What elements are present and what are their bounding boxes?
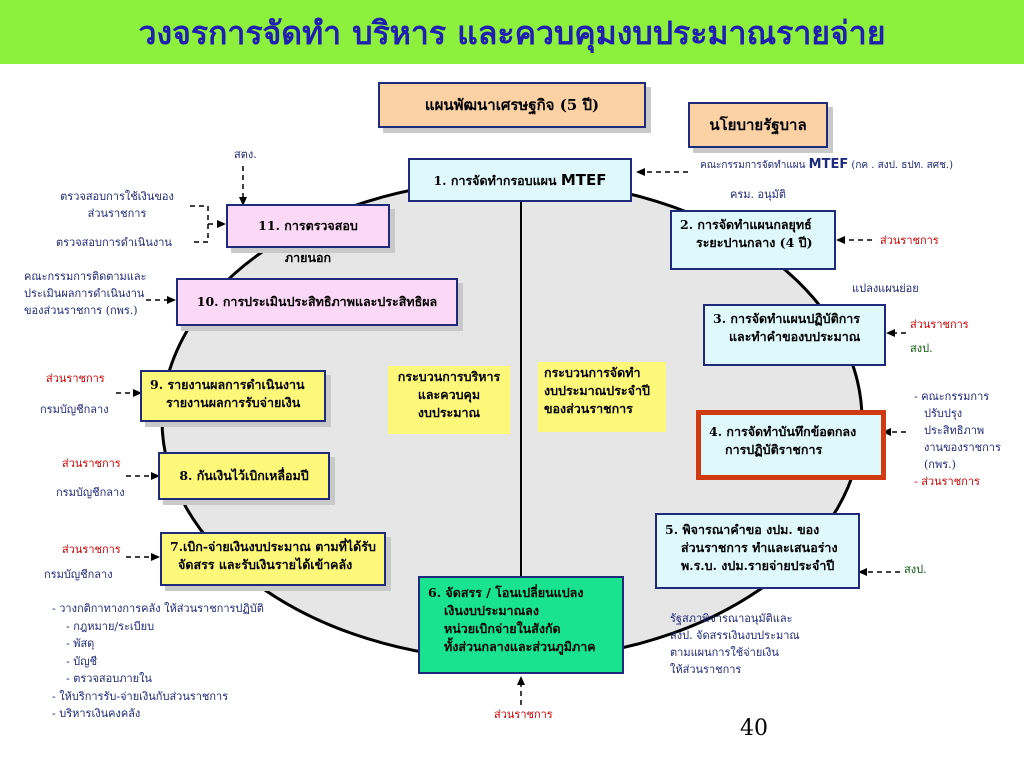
step-9-line-2: รายงานผลการรับจ่ายเงิน — [166, 395, 301, 410]
prep-process-line-1: กระบวนการจัดทำ — [544, 365, 641, 380]
agency-note-step-9: ส่วนราชการ — [46, 372, 105, 385]
kpc-line-2: ประเมินผลการดำเนินงาน — [24, 287, 145, 300]
cabinet-note: ครม. อนุมัติ — [730, 188, 787, 201]
title-bar — [0, 0, 1024, 64]
step-4-box: 4. การจัดทำบันทึกข้อตกลง การปฏิบัติราชกา… — [696, 410, 886, 480]
admin-process-line-1: กระบวนการบริหาร — [397, 369, 501, 384]
step-7-box: 7.เบิก-จ่ายเงินงบประมาณ ตามที่ได้รับ จัด… — [160, 532, 386, 586]
step-3-box: 3. การจัดทำแผนปฏิบัติการ และทำคำของบประม… — [703, 304, 886, 366]
step-7-line-1: 7.เบิก-จ่ายเงินงบประมาณ ตามที่ได้รับ — [170, 539, 376, 554]
kpc-note: คณะกรรมการติดตามและ ประเมินผลการดำเนินงา… — [24, 268, 147, 319]
step-2-line-2: ระยะปานกลาง (4 ปี) — [696, 235, 813, 250]
mtef-committee-mid: MTEF — [808, 157, 849, 172]
parliament-note: รัฐสภาพิจารณาอนุมัติและ สงป. จัดสรรเงินง… — [670, 610, 800, 678]
step-8-label: 8. กันเงินไว้เบิกเหลื่อมปี — [179, 468, 309, 483]
step-9-line-1: 9. รายงานผลการดำเนินงาน — [150, 377, 305, 392]
agency-note-step-2: ส่วนราชการ — [880, 234, 939, 247]
mtef-committee-prefix: คณะกรรมการจัดทำแผน — [700, 160, 809, 171]
parliament-line-3: ตามแผนการใช้จ่ายเงิน — [670, 646, 779, 659]
parliament-line-1: รัฐสภาพิจารณาอนุมัติและ — [670, 612, 793, 625]
step-2-box: 2. การจัดทำแผนกลยุทธ์ ระยะปานกลาง (4 ปี) — [670, 210, 836, 270]
economic-plan-label: แผนพัฒนาเศรษฐกิจ (5 ปี) — [424, 96, 600, 114]
step-4-line-1: 4. การจัดทำบันทึกข้อตกลง — [709, 424, 857, 439]
step-6-line-3: หน่วยเบิกจ่ายในสังกัด — [444, 621, 561, 636]
step-2-line-1: 2. การจัดทำแผนกลยุทธ์ — [680, 217, 812, 232]
step-3-line-1: 3. การจัดทำแผนปฏิบัติการ — [713, 311, 861, 326]
budget-bureau-note-step-5: สงป. — [904, 563, 927, 576]
admin-process-line-3: งบประมาณ — [417, 405, 481, 420]
prep-process-line-2: งบประมาณประจำปี — [544, 383, 650, 398]
cgd-note-step-8: กรมบัญชีกลาง — [56, 486, 125, 499]
opdc-line-4: งานของราชการ — [924, 441, 1001, 454]
admin-process-line-2: และควบคุม — [417, 387, 481, 402]
admin-process-box: กระบวนการบริหาร และควบคุม งบประมาณ — [388, 366, 510, 434]
kpc-line-1: คณะกรรมการติดตามและ — [24, 270, 147, 283]
audit-spending-line-2: ส่วนราชการ — [87, 207, 147, 220]
step-10-label: 10. การประเมินประสิทธิภาพและประสิทธิผล — [196, 294, 438, 309]
treasury-duty-item: - กฎหมาย/ระเบียบ — [66, 619, 155, 633]
prep-process-box: กระบวนการจัดทำ งบประมาณประจำปี ของส่วนรา… — [538, 362, 666, 432]
economic-plan-box: แผนพัฒนาเศรษฐกิจ (5 ปี) — [378, 82, 646, 128]
step-5-line-1: 5. พิจารณาคำขอ งปม. ของ — [665, 522, 820, 537]
subplan-note: แปลงแผนย่อย — [852, 282, 919, 295]
opdc-line-5: (กพร.) — [924, 458, 956, 471]
mtef-committee-note: คณะกรรมการจัดทำแผน MTEF (กค . สงป. ธปท. … — [700, 156, 953, 174]
kpc-line-3: ของส่วนราชการ (กพร.) — [24, 304, 138, 317]
step-7-line-2: จัดสรร และรับเงินรายได้เข้าคลัง — [178, 557, 353, 572]
bracket-audit — [190, 205, 209, 243]
agency-note-step-8: ส่วนราชการ — [62, 457, 121, 470]
cgd-note-step-9: กรมบัญชีกลาง — [40, 403, 109, 416]
agency-note-step-3: ส่วนราชการ — [910, 318, 969, 331]
treasury-duties-list: - วางกติกาทางการคลัง ให้ส่วนราชการปฏิบัต… — [52, 600, 264, 723]
opdc-note: - คณะกรรมการ ปรับปรุง ประสิทธิภาพ งานของ… — [914, 388, 1001, 490]
opdc-line-1: - คณะกรรมการ — [914, 390, 990, 403]
step-5-line-2: ส่วนราชการ ทำและเสนอร่าง — [681, 540, 838, 555]
sdg-note: สตง. — [234, 148, 257, 161]
agency-note-step-7: ส่วนราชการ — [62, 543, 121, 556]
step-1-label: 1. การจัดทำกรอบแผน — [433, 173, 561, 188]
cgd-note-step-7: กรมบัญชีกลาง — [44, 568, 113, 581]
prep-process-line-3: ของส่วนราชการ — [544, 401, 633, 416]
step-1-box: 1. การจัดทำกรอบแผน MTEF — [408, 158, 632, 202]
step-1-mtef: MTEF — [560, 171, 607, 189]
parliament-line-4: ให้ส่วนราชการ — [670, 663, 742, 676]
treasury-duty-item: - ให้บริการรับ-จ่ายเงินกับส่วนราชการ — [52, 689, 229, 703]
step-10-box: 10. การประเมินประสิทธิภาพและประสิทธิผล — [176, 278, 458, 326]
step-3-line-2: และทำคำของบประมาณ — [729, 329, 861, 344]
audit-operations-note: ตรวจสอบการดำเนินงาน — [56, 236, 172, 249]
gov-policy-box: นโยบายรัฐบาล — [688, 102, 828, 148]
step-5-box: 5. พิจารณาคำขอ งปม. ของ ส่วนราชการ ทำและ… — [655, 513, 860, 589]
step-11-label: 11. การตรวจสอบภายนอก — [258, 218, 358, 265]
treasury-duty-item: - วางกติกาทางการคลัง ให้ส่วนราชการปฏิบัต… — [52, 602, 264, 615]
step-5-line-3: พ.ร.บ. งปม.รายจ่ายประจำปี — [681, 558, 835, 573]
audit-spending-line-1: ตรวจสอบการใช้เงินของ — [60, 190, 174, 203]
step-8-box: 8. กันเงินไว้เบิกเหลื่อมปี — [158, 452, 330, 500]
opdc-line-2: ปรับปรุง — [924, 407, 963, 420]
step-6-line-2: เงินงบประมาณลง — [444, 603, 539, 618]
budget-bureau-note-step-3: สงป. — [910, 342, 933, 355]
treasury-duty-item: - บริหารเงินคงคลัง — [52, 707, 141, 720]
page-title: วงจรการจัดทำ บริหาร และควบคุมงบประมาณราย… — [138, 14, 886, 52]
parliament-line-2: สงป. จัดสรรเงินงบประมาณ — [670, 629, 800, 642]
step-9-box: 9. รายงานผลการดำเนินงาน รายงานผลการรับจ่… — [140, 370, 326, 422]
opdc-line-6: - ส่วนราชการ — [914, 475, 980, 488]
treasury-duty-item: - พัสดุ — [66, 637, 95, 650]
audit-spending-note: ตรวจสอบการใช้เงินของ ส่วนราชการ — [42, 188, 192, 222]
step-11-box: 11. การตรวจสอบภายนอก — [226, 204, 390, 265]
step-6-line-1: 6. จัดสรร / โอนเปลี่ยนแปลง — [428, 585, 584, 600]
step-6-box: 6. จัดสรร / โอนเปลี่ยนแปลง เงินงบประมาณล… — [418, 576, 624, 674]
opdc-line-3: ประสิทธิภาพ — [924, 424, 985, 437]
treasury-duty-item: - บัญชี — [66, 654, 98, 668]
agency-note-step-6: ส่วนราชการ — [494, 708, 553, 721]
mtef-committee-suffix: (กค . สงป. ธปท. สศช.) — [848, 160, 954, 171]
page-number: 40 — [740, 716, 768, 741]
step-4-line-2: การปฏิบัติราชการ — [725, 442, 823, 457]
treasury-duty-item: - ตรวจสอบภายใน — [66, 672, 152, 685]
gov-policy-label: นโยบายรัฐบาล — [709, 116, 807, 134]
step-6-line-4: ทั้งส่วนกลางและส่วนภูมิภาค — [444, 639, 596, 654]
